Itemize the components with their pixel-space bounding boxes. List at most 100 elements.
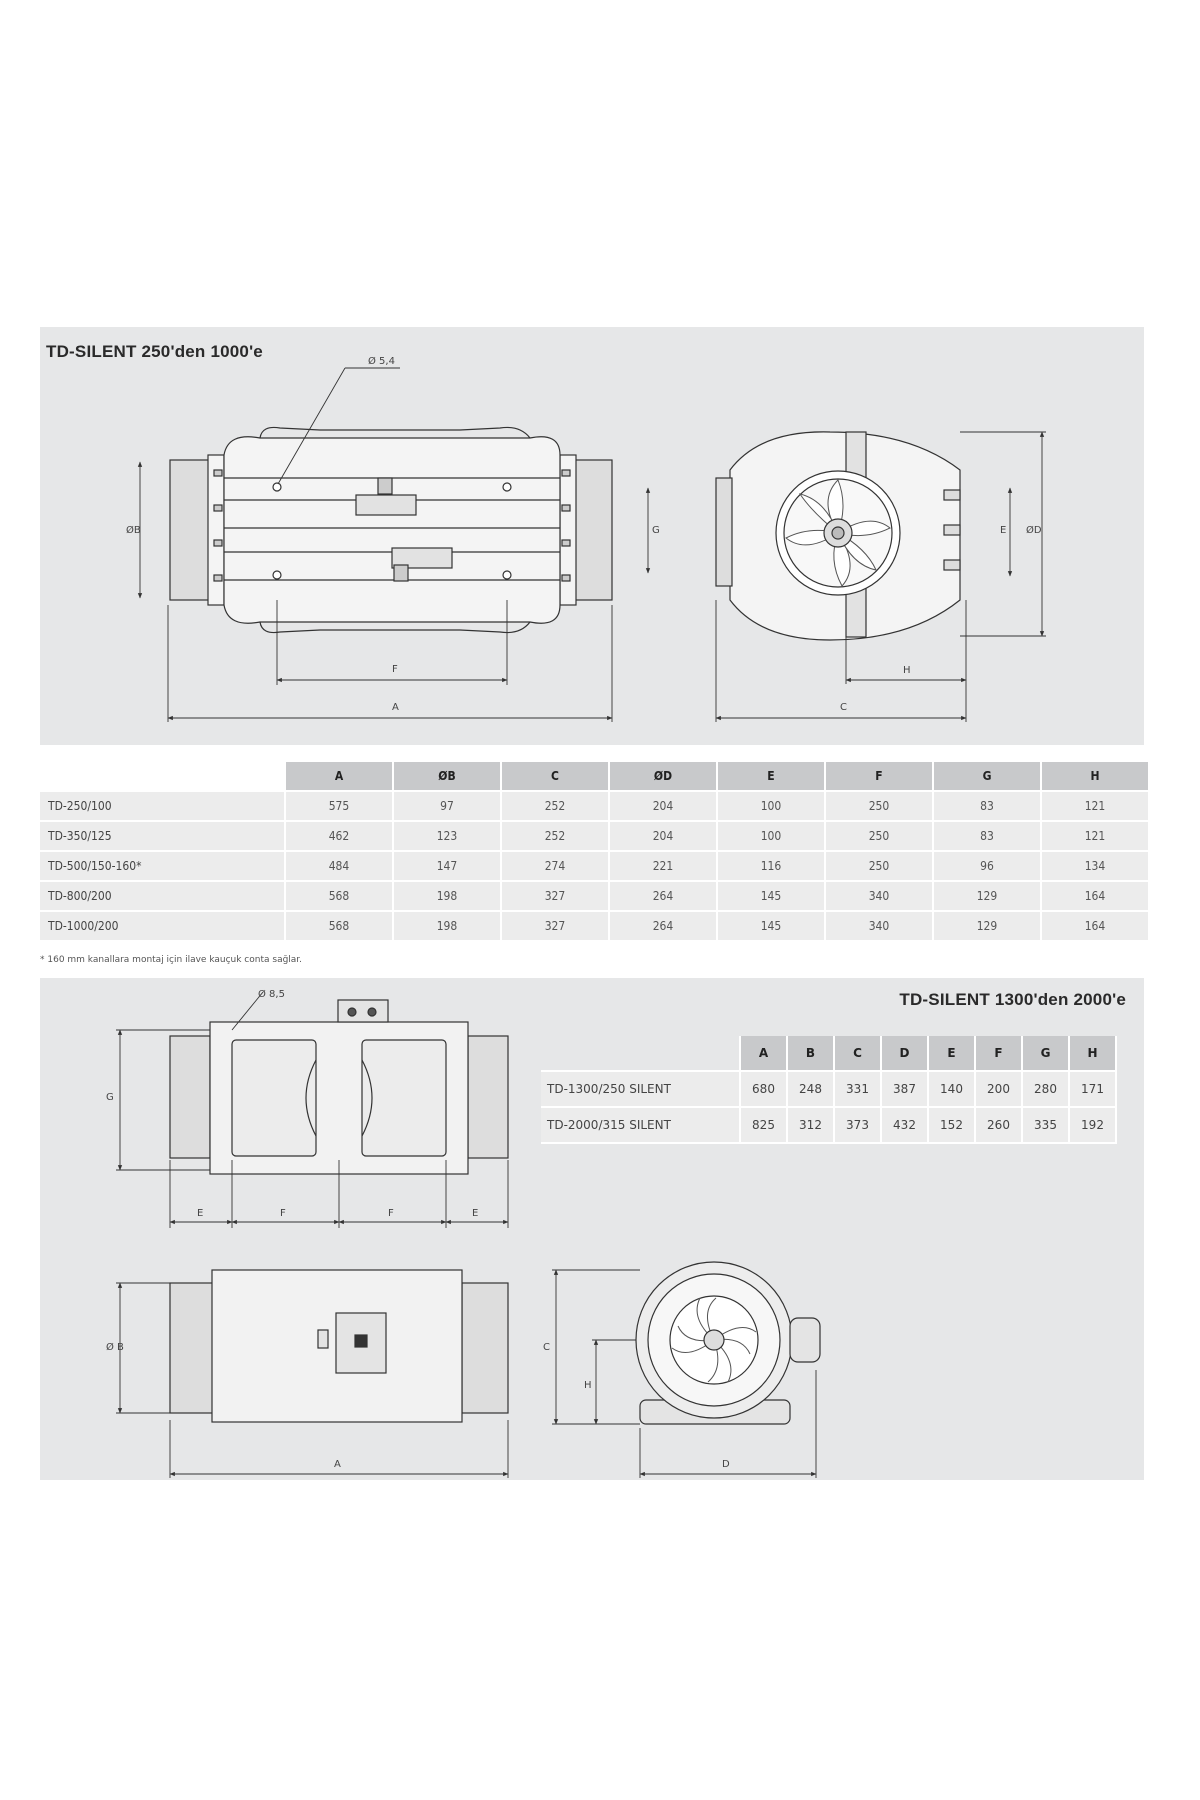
value-cell: 83 — [934, 822, 1042, 852]
value-cell: 248 — [788, 1072, 835, 1108]
dim-f2b-label: F — [388, 1208, 394, 1219]
dim-b2-label: Ø B — [106, 1341, 124, 1353]
dimension-lines-side2 — [116, 1282, 509, 1478]
value-cell: 462 — [286, 822, 394, 852]
value-cell: 340 — [826, 912, 934, 942]
value-cell: 335 — [1023, 1108, 1070, 1144]
value-cell: 680 — [741, 1072, 788, 1108]
table-corner — [40, 762, 286, 792]
col-header: A — [286, 762, 394, 792]
dim-f-label: F — [392, 664, 398, 675]
value-cell: 327 — [502, 912, 610, 942]
model-name-cell: TD-2000/315 SILENT — [541, 1108, 741, 1144]
value-cell: 312 — [788, 1108, 835, 1144]
col-header: ØB — [394, 762, 502, 792]
value-cell: 432 — [882, 1108, 929, 1144]
value-cell: 100 — [718, 792, 826, 822]
value-cell: 147 — [394, 852, 502, 882]
dim-e2a-label: E — [197, 1208, 203, 1219]
model-name-cell: TD-1000/200 — [40, 912, 286, 942]
value-cell: 140 — [929, 1072, 976, 1108]
mount-hole-icon — [272, 482, 512, 580]
value-cell: 134 — [1042, 852, 1150, 882]
dim-d-label: ØD — [1026, 524, 1042, 536]
fan-side-view-small — [169, 426, 613, 634]
section2-title: TD-SILENT 1300'den 2000'e — [899, 990, 1126, 1009]
dim-a2-label: A — [334, 1459, 341, 1470]
value-cell: 204 — [610, 822, 718, 852]
table-corner — [541, 1036, 741, 1072]
col-header: F — [826, 762, 934, 792]
col-header: B — [788, 1036, 835, 1072]
value-cell: 250 — [826, 792, 934, 822]
col-header: H — [1070, 1036, 1117, 1072]
dim-h2-label: H — [584, 1380, 592, 1391]
value-cell: 83 — [934, 792, 1042, 822]
value-cell: 250 — [826, 822, 934, 852]
value-cell: 121 — [1042, 822, 1150, 852]
dimension-lines-top — [116, 991, 509, 1228]
col-header: E — [929, 1036, 976, 1072]
value-cell: 123 — [394, 822, 502, 852]
value-cell: 568 — [286, 882, 394, 912]
value-cell: 96 — [934, 852, 1042, 882]
dimension-lines-end2 — [552, 1269, 817, 1478]
value-cell: 221 — [610, 852, 718, 882]
dim-d2-label: D — [722, 1459, 730, 1470]
value-cell: 198 — [394, 882, 502, 912]
table-footnote: * 160 mm kanallara montaj için ilave kau… — [40, 955, 303, 965]
value-cell: 164 — [1042, 912, 1150, 942]
dim-f2a-label: F — [280, 1208, 286, 1219]
value-cell: 198 — [394, 912, 502, 942]
value-cell: 260 — [976, 1108, 1023, 1144]
model-name-cell: TD-350/125 — [40, 822, 286, 852]
model-name-cell: TD-800/200 — [40, 882, 286, 912]
dim-g2-label: G — [106, 1092, 114, 1103]
value-cell: 274 — [502, 852, 610, 882]
value-cell: 484 — [286, 852, 394, 882]
table-header-row: A B C D E F G H — [541, 1036, 1117, 1072]
col-header: G — [1023, 1036, 1070, 1072]
dim-hole2-label: Ø 8,5 — [258, 988, 285, 1000]
value-cell: 145 — [718, 912, 826, 942]
col-header: C — [835, 1036, 882, 1072]
dim-a-label: A — [392, 702, 399, 713]
value-cell: 145 — [718, 882, 826, 912]
value-cell: 116 — [718, 852, 826, 882]
model-name-cell: TD-1300/250 SILENT — [541, 1072, 741, 1108]
value-cell: 264 — [610, 882, 718, 912]
col-header: D — [882, 1036, 929, 1072]
dimension-lines-side — [137, 367, 651, 722]
dim-c-label: C — [840, 702, 847, 713]
value-cell: 129 — [934, 882, 1042, 912]
model-name-cell: TD-250/100 — [40, 792, 286, 822]
table-header-row: A ØB C ØD E F G H — [40, 762, 1150, 792]
fan-end-view-small — [715, 431, 961, 641]
value-cell: 252 — [502, 822, 610, 852]
value-cell: 280 — [1023, 1072, 1070, 1108]
col-header: G — [934, 762, 1042, 792]
dim-e-label: E — [1000, 525, 1006, 536]
value-cell: 121 — [1042, 792, 1150, 822]
value-cell: 331 — [835, 1072, 882, 1108]
dim-b-label: ØB — [126, 524, 141, 536]
value-cell: 100 — [718, 822, 826, 852]
value-cell: 252 — [502, 792, 610, 822]
value-cell: 200 — [976, 1072, 1023, 1108]
value-cell: 340 — [826, 882, 934, 912]
dim-h-label: H — [903, 665, 911, 676]
value-cell: 825 — [741, 1108, 788, 1144]
fan-top-view-large — [169, 999, 509, 1175]
value-cell: 171 — [1070, 1072, 1117, 1108]
value-cell: 264 — [610, 912, 718, 942]
col-header: F — [976, 1036, 1023, 1072]
value-cell: 387 — [882, 1072, 929, 1108]
